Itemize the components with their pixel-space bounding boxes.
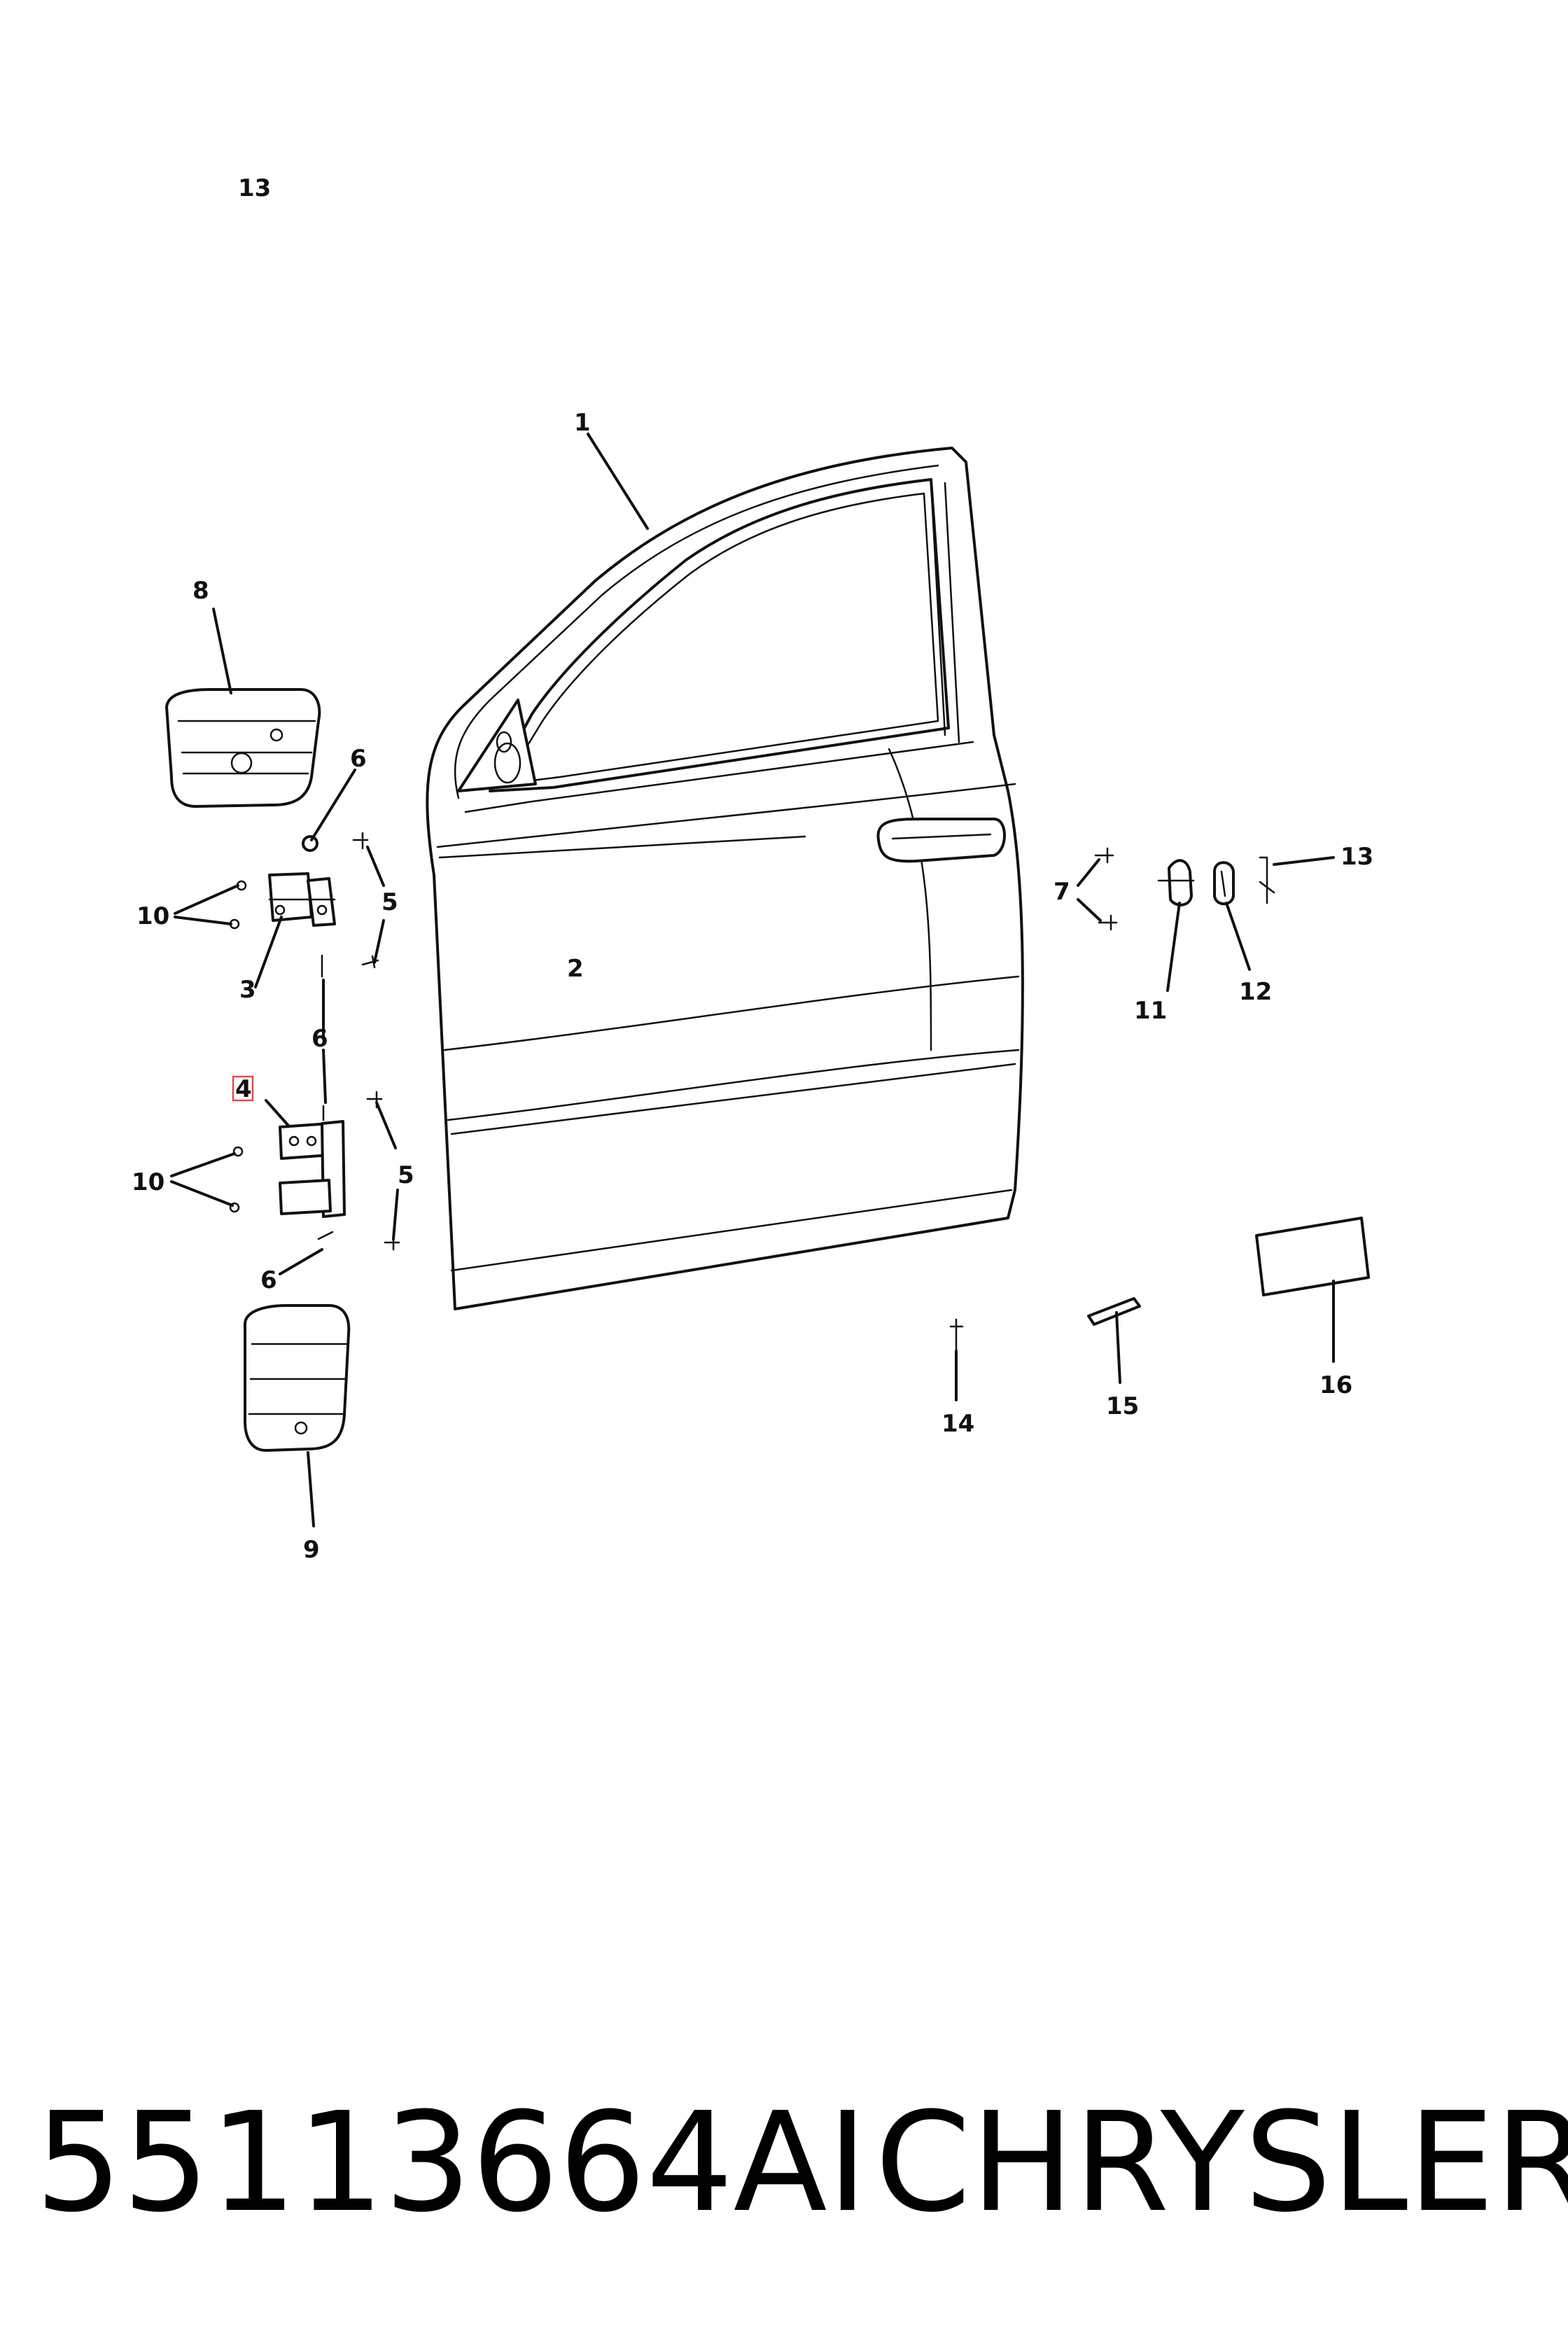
callout-5-lower: 5 — [398, 1161, 414, 1189]
callout-12: 12 — [1239, 978, 1272, 1006]
callout-4-highlight — [232, 1075, 254, 1102]
callout-13-right: 13 — [1340, 843, 1373, 871]
callout-11: 11 — [1134, 997, 1167, 1025]
callout-3: 3 — [239, 976, 256, 1004]
lower-hinge-cover — [244, 1304, 351, 1452]
clip-14 — [949, 1318, 964, 1352]
callout-2: 2 — [567, 955, 584, 983]
callout-8: 8 — [192, 577, 209, 605]
callout-14: 14 — [941, 1410, 974, 1438]
part-number: 55113664AI — [35, 2083, 868, 2243]
callout-10-lower: 10 — [132, 1168, 164, 1196]
callout-6-mid: 6 — [312, 1025, 328, 1053]
callout-4: 4 — [235, 1075, 252, 1103]
brand-name: CHRYSLER — [875, 2083, 1568, 2243]
callout-5-upper: 5 — [382, 888, 398, 916]
leader-lines — [170, 433, 1335, 1527]
callout-16: 16 — [1320, 1371, 1352, 1399]
strip-15 — [1087, 1297, 1141, 1326]
callout-labels: 13 1 2 3 4 5 5 6 6 6 7 8 9 10 10 11 12 1… — [132, 174, 1373, 1564]
callout-15: 15 — [1106, 1392, 1139, 1420]
label-16 — [1255, 1217, 1370, 1296]
callout-13-top: 13 — [238, 174, 271, 202]
upper-hinge — [268, 872, 336, 927]
callout-7: 7 — [1054, 878, 1070, 906]
lower-hinge — [279, 1120, 346, 1218]
callout-9: 9 — [303, 1536, 320, 1564]
upper-hinge-cover — [165, 688, 321, 808]
footer: 55113664AI CHRYSLER — [0, 2072, 1568, 2254]
callout-6-upper: 6 — [350, 745, 367, 773]
door-shell — [426, 447, 1024, 1310]
callout-6-lower: 6 — [260, 1266, 277, 1294]
callout-1: 1 — [574, 409, 591, 437]
callout-10-upper: 10 — [136, 902, 169, 930]
right-hardware — [1094, 847, 1275, 931]
